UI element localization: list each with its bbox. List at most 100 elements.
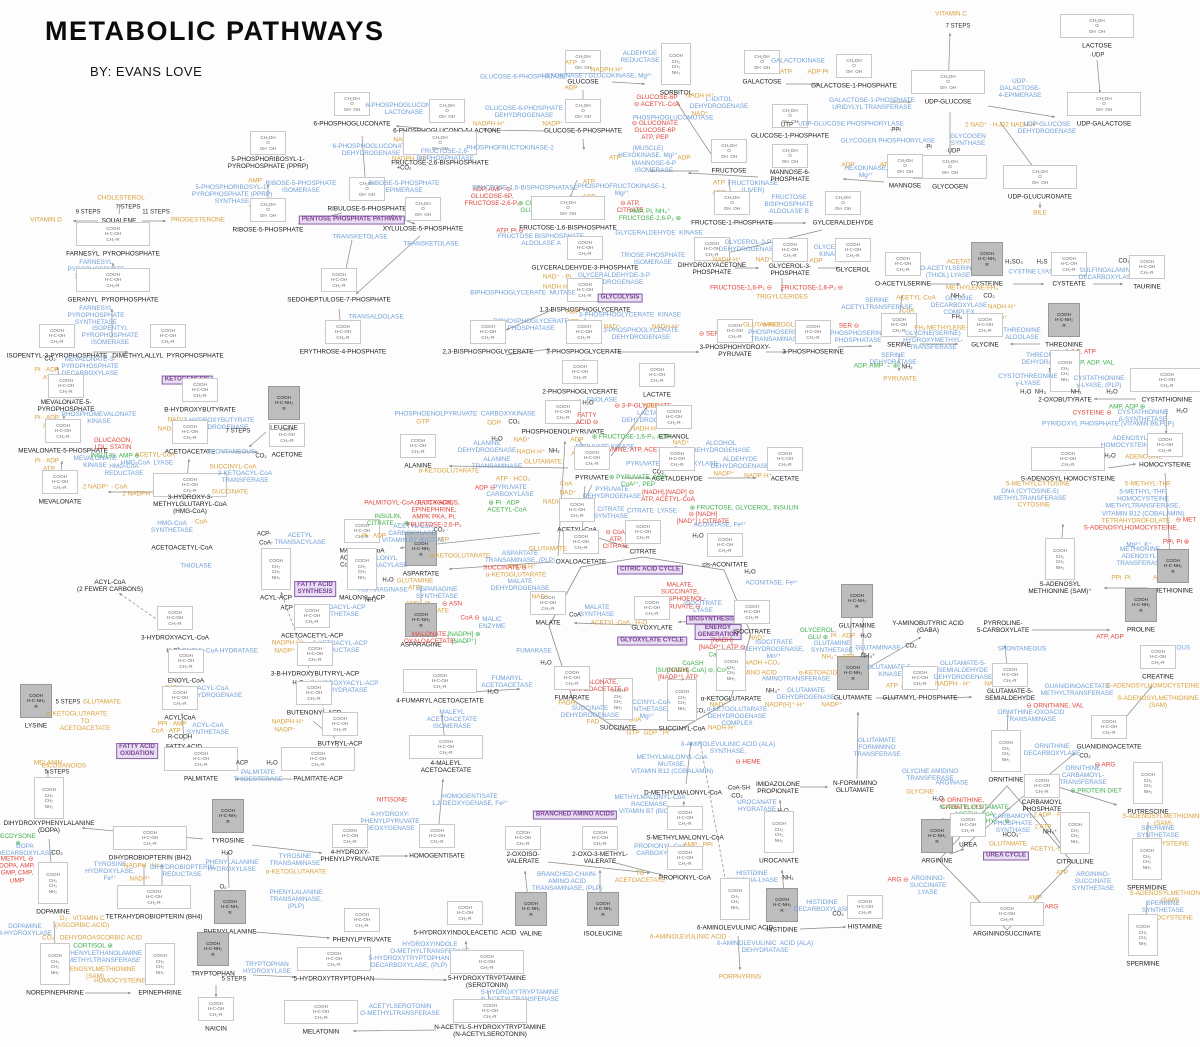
enzyme-label: FUMARASE (516, 647, 552, 655)
compound-label: ETHANOL (658, 433, 690, 441)
structure-box: CH₂OH O OH OH (911, 70, 985, 94)
inhibitor-label: ⊖ HEME (735, 758, 761, 766)
enzyme-label: PHOSPHOMEVALONATE KINASE (61, 410, 137, 425)
annotation-label: FH₄ (951, 314, 963, 321)
enzyme-label: ORNITHINE CARBAMOYL- TRANSFERASE (1059, 765, 1107, 787)
compound-label: ACYL-CoA (164, 714, 196, 722)
structure-box: COOH H-C-OH CH₂-R (1129, 255, 1165, 279)
structure-box: COOH H-C-NH₂ R (197, 932, 229, 966)
enzyme-label: TRANSALDOLASE (348, 313, 404, 321)
enzyme-label: MALEYL ACETOACETATE ISOMERASE (426, 709, 478, 731)
enzyme-label: ACONITASE, Fe²⁺ (693, 521, 747, 529)
pathway-badge: FATTY ACID OXIDATION (116, 743, 158, 759)
enzyme-label: BRANCHED-CHAIN- AMINO ACID TRANSAMINASE,… (531, 871, 603, 893)
enzyme-label: DOPAMINE B-HYDROXYLASE (0, 922, 53, 937)
pathway-arrow (373, 978, 448, 982)
enzyme-label: GUANIDINOACETATE METHYLTRANSFERASE (1040, 682, 1114, 697)
enzyme-label: GLYCEROL KINASE (813, 243, 849, 258)
enzyme-label: ALANINE TRANSAMINASE (471, 455, 523, 470)
enzyme-label: GLYCOGEN PHOSPHORYLASE (840, 137, 936, 145)
structure-box: COOH H-C-NH₂ R (214, 890, 246, 924)
cofactor-label: ATP (437, 536, 449, 544)
structure-box: COOH H-C-OH CH₂-R (447, 901, 483, 925)
pathway-arrow (505, 347, 551, 356)
annotation-label: CoA- (259, 540, 273, 547)
enzyme-label: ALDEHYDE DEHYDROGENASE (710, 455, 770, 470)
structure-box: COOH H-C-OH CH₂-R (198, 997, 234, 1021)
structure-box: COOH H-C-OH CH₂-R (450, 950, 524, 974)
activator-label: CoASH [SUCCINYL-CoA] ⊖, Co²⁺ (655, 659, 731, 674)
enzyme-label: ASPARAGINE SYNTHETASE (415, 585, 459, 600)
structure-box: COOH H-C-NH₂ R (268, 386, 300, 420)
poster-byline: BY: EVANS LOVE (90, 64, 203, 79)
inhibitor-label: FRUCTOSE-1,6-P₂ ⊖ (780, 284, 844, 292)
pathway-arrow (943, 695, 973, 699)
structure-box: COOH H-C-OH CH₂-R (297, 947, 371, 971)
inhibitor-label: GLUCAGON, LDL, STATIN (93, 436, 133, 451)
enzyme-label: ALCOHOL DEHYDROGENASE (691, 439, 751, 454)
cofactor-label: FH₄ (914, 324, 926, 332)
enzyme-label: GLYCINE(SERINE) HYDROXYMETHYL- TRANSFERA… (903, 330, 963, 352)
cofactor-label: NADH·H⁺ (630, 425, 660, 433)
enzyme-label: ARGININO- SUCCINATE SYNTHETASE (1071, 871, 1115, 893)
compound-label: 2-PHOSPHOGLYCERATE (542, 388, 618, 396)
enzyme-label: HISTIDINE DECARBOXYLASE (793, 898, 851, 913)
enzyme-label: PHOSPHOFRUCTOKINASE-1, Mg²⁺ (577, 182, 667, 197)
cofactor-label: METHYLENE-FH₄ (926, 324, 980, 332)
enzyme-label: RIBOSE-5-PHOSPHATE EPIMERASE (368, 179, 440, 194)
cofactor-label: VITAMIN C (935, 10, 967, 18)
cofactor-label: ATP · HCO₃ (495, 475, 531, 483)
inhibitor-label: SUCCINATE ⊖ (483, 564, 527, 572)
compound-label: 5-PHOSPHORIBOSYL-1- PYROPHOSPHATE (PPRP) (227, 155, 309, 170)
structure-box: COOH H-C-NH₂ R (515, 892, 547, 926)
structure-box: COOH H-C-OH CH₂-R (296, 681, 332, 705)
annotation-label: H₂O NH₃ (1020, 389, 1046, 396)
enzyme-label: FRUCTOSE-1,6-BISPHOSPHATASE (472, 184, 578, 192)
compound-label: 3-B-HYDROXYBUTYRYL-ACP (270, 670, 360, 678)
compound-label: THREONINE (1045, 341, 1083, 349)
cofactor-label: NAD⁺ (168, 416, 185, 423)
enzyme-label: ARGINASE (935, 779, 969, 787)
structure-box: COOH H-C-OH CH₂-R (39, 324, 75, 348)
compound-label: DIMETHYLALLYL PYROPHOSPHATE (112, 352, 224, 360)
compound-label: Y-AMINOBUTYRIC ACID (GABA) (892, 619, 964, 634)
compound-label: CYSTATHIONINE (1141, 396, 1193, 404)
inhibitor-label: PPi, Pi ⊕ (1162, 538, 1190, 546)
pathway-arrow (611, 861, 663, 876)
compound-label: ASPARTATE (402, 570, 440, 578)
cofactor-label: ADP (566, 308, 580, 316)
annotation-label: H₂O (860, 633, 872, 640)
structure-box: COOH H-C-OH CH₂-R (707, 533, 743, 557)
annotation-label: CO₂ (905, 643, 917, 650)
enzyme-label: ALANINE DEHYDROGENASE (457, 439, 517, 454)
cofactor-label: ATP (1056, 869, 1068, 877)
enzyme-label: BIPHOSPHOGLYCERATE PHOSPHATASE (493, 317, 569, 332)
cofactor-label: S-ADENOSYLMETHIONINE (SAM) (1117, 694, 1199, 709)
pathway-arrow (569, 179, 578, 199)
enzyme-label: SUCCINYL-CoA SYNTHETASE, Mg²⁺ (623, 699, 671, 721)
compound-label: ISOPENTYL-3-PYROPHOSPHATE (6, 352, 108, 360)
compound-label: ACETOACETATE (164, 448, 216, 456)
compound-label: GLYCOGEN (932, 183, 968, 191)
enzyme-label: RIBOSE-5-PHOSPHATE ISOMERASE (265, 179, 337, 194)
enzyme-label: ACETYL-CoA CARBOXYLASE, VITAMIN B7 (BIOT… (381, 523, 445, 545)
compound-label: ERYTHROSE-4-PHOSPHATE (299, 348, 387, 356)
cofactor-label: GTP (626, 729, 640, 737)
cofactor-label: CO₂ · DEHYDROASCORBIC ACID (42, 934, 142, 942)
enzyme-label: GLYCINE DECARBOXYLASE COMPLEX (930, 295, 988, 317)
enzyme-label: CYSTATHIONINE β-SYNTHETASE (1117, 408, 1169, 423)
cofactor-label: NADP⁺ (713, 470, 735, 478)
compound-label: SPERMINE (1126, 960, 1160, 968)
compound-label: ACYL-CoA (2 FEWER CARBONS) (76, 578, 144, 593)
compound-label: MANNOSE-6- PHOSPHATE (769, 168, 811, 183)
compound-label: GALACTOSE-1-PHOSPHATE (811, 82, 897, 90)
structure-box: COOH H-C-OH CH₂-R (168, 649, 204, 673)
compound-label: GLUCOSE-1-PHOSPHATE (750, 132, 830, 140)
enzyme-label: GLYCERALDEHYDE-3-P DEHYDROGENASE (577, 271, 651, 286)
pathway-arrow (1107, 463, 1137, 469)
enzyme-label: ISOCITRATE DEHYDROGENASE, Mn²⁺ (743, 639, 805, 661)
structure-box: COOH H-C-OH CH₂-R (269, 423, 305, 447)
enzyme-label: FRUCTOSE-2,6- BISPHOSPHATASE (416, 147, 474, 162)
annotation-label: CO₂ (255, 453, 267, 460)
pathway-arrow (573, 621, 638, 626)
